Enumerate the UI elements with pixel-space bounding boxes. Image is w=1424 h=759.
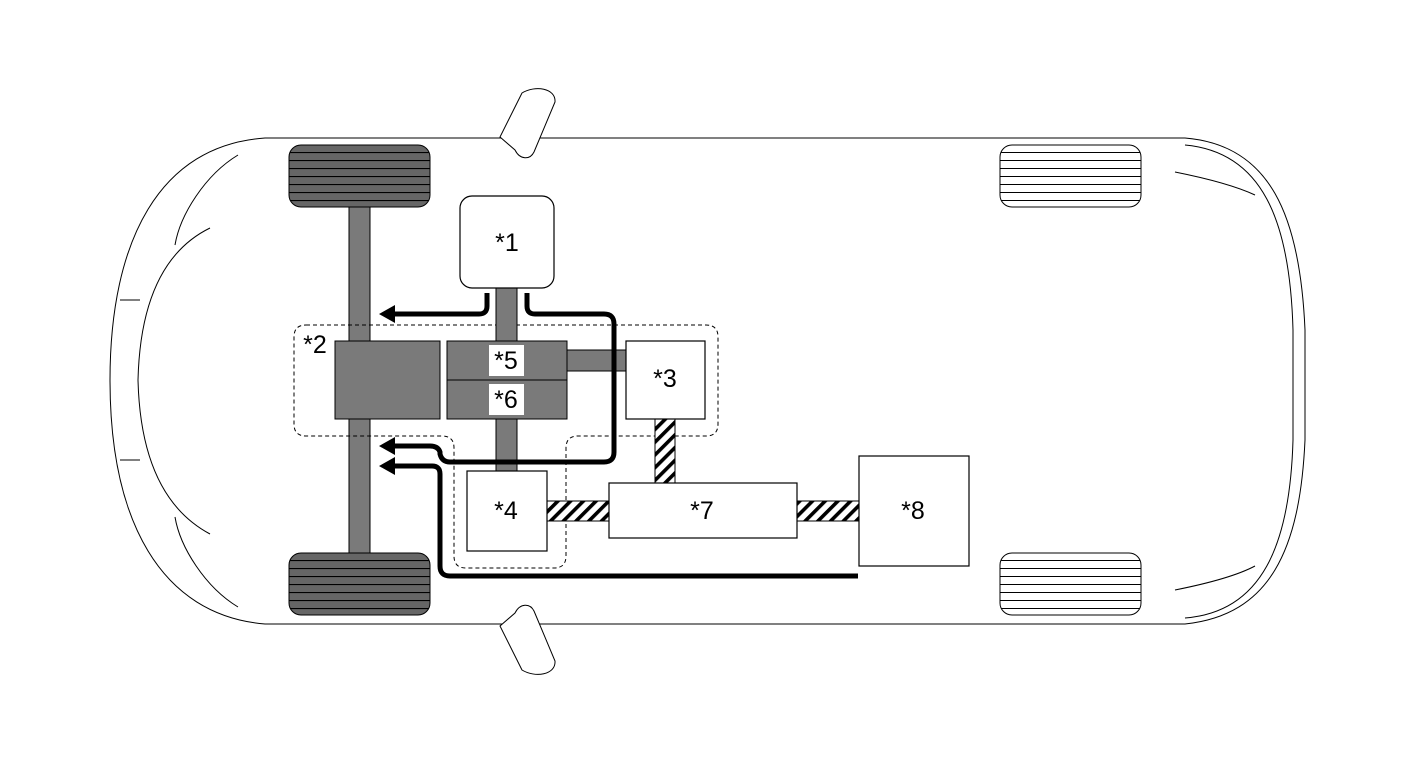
part6-label: *6 xyxy=(494,386,518,414)
cable-inverter-battery xyxy=(796,500,860,522)
battery-box xyxy=(858,455,970,567)
transaxle-label: *2 xyxy=(303,331,327,359)
power-flow-lines xyxy=(392,293,858,579)
front-wheel-bottom xyxy=(288,552,431,616)
front-wheel-top xyxy=(288,144,431,208)
cable-generator-inverter xyxy=(654,418,676,484)
engine-label: *1 xyxy=(495,229,519,257)
rear-wheel-bottom xyxy=(999,552,1142,616)
engine-box xyxy=(459,195,555,289)
generator-label: *3 xyxy=(653,365,677,393)
generator-shaft xyxy=(565,349,627,372)
rear-wheel-top xyxy=(999,144,1142,208)
mirror-bottom xyxy=(499,604,556,675)
arrow-heads xyxy=(379,305,395,475)
motor-label: *4 xyxy=(494,497,518,525)
motor-box xyxy=(466,470,548,552)
mirror-top xyxy=(499,88,556,159)
front-axle-lower xyxy=(348,418,371,554)
part5-label: *5 xyxy=(494,347,518,375)
inverter-label: *7 xyxy=(690,497,714,525)
engine-shaft xyxy=(495,286,518,343)
transaxle-boundary xyxy=(293,324,719,569)
front-axle-upper xyxy=(348,206,371,343)
generator-box xyxy=(625,340,706,420)
label5-bg xyxy=(489,345,524,376)
cable-motor-inverter xyxy=(546,500,610,522)
inverter-box xyxy=(608,482,798,539)
differential-box xyxy=(334,340,441,420)
label6-bg xyxy=(489,384,524,415)
car-body-outline xyxy=(109,137,1306,625)
battery-label: *8 xyxy=(901,497,925,525)
